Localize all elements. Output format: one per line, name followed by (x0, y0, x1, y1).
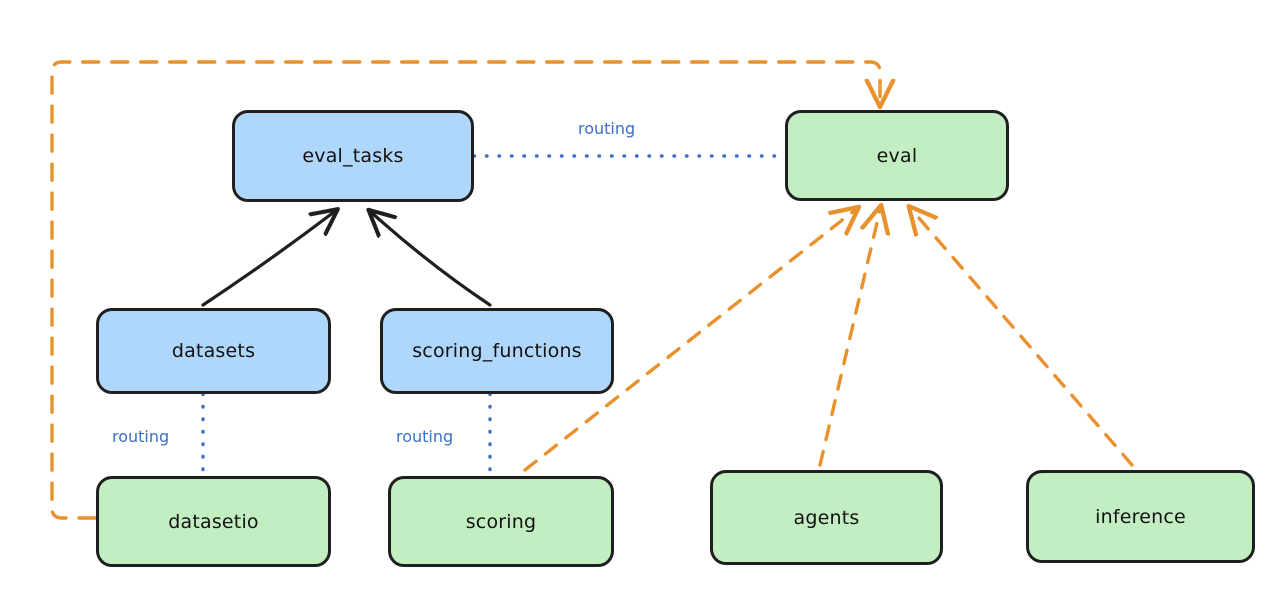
node-label: agents (793, 506, 860, 529)
edge-datasetio-eval (50, 60, 880, 520)
edge-label-routing-scoring-functions: routing (396, 427, 454, 446)
node-label: datasetio (168, 510, 259, 533)
node-eval_tasks[interactable]: eval_tasks (232, 110, 474, 202)
node-eval[interactable]: eval (785, 110, 1009, 201)
node-scoring[interactable]: scoring (388, 476, 614, 567)
edge-label-routing-eval: routing (578, 119, 636, 138)
edge-agents-eval (818, 210, 880, 467)
node-label: eval (876, 144, 918, 167)
node-label: scoring (465, 510, 537, 533)
node-label: inference (1095, 505, 1186, 528)
node-label: datasets (171, 340, 256, 362)
node-agents[interactable]: agents (710, 470, 943, 565)
edge-scoring-eval (523, 210, 855, 472)
node-inference[interactable]: inference (1026, 470, 1255, 563)
node-datasetio[interactable]: datasetio (96, 476, 331, 567)
edge-inference-eval (912, 210, 1134, 467)
edge-label-routing-datasets: routing (112, 427, 170, 446)
node-label: scoring_functions (412, 340, 582, 362)
node-label: eval_tasks (302, 145, 404, 167)
node-scoring_functions[interactable]: scoring_functions (380, 308, 614, 394)
node-datasets[interactable]: datasets (96, 308, 331, 394)
edge-datasets-eval_tasks (201, 212, 334, 307)
edge-scoring_functions-eval_tasks (372, 213, 492, 307)
